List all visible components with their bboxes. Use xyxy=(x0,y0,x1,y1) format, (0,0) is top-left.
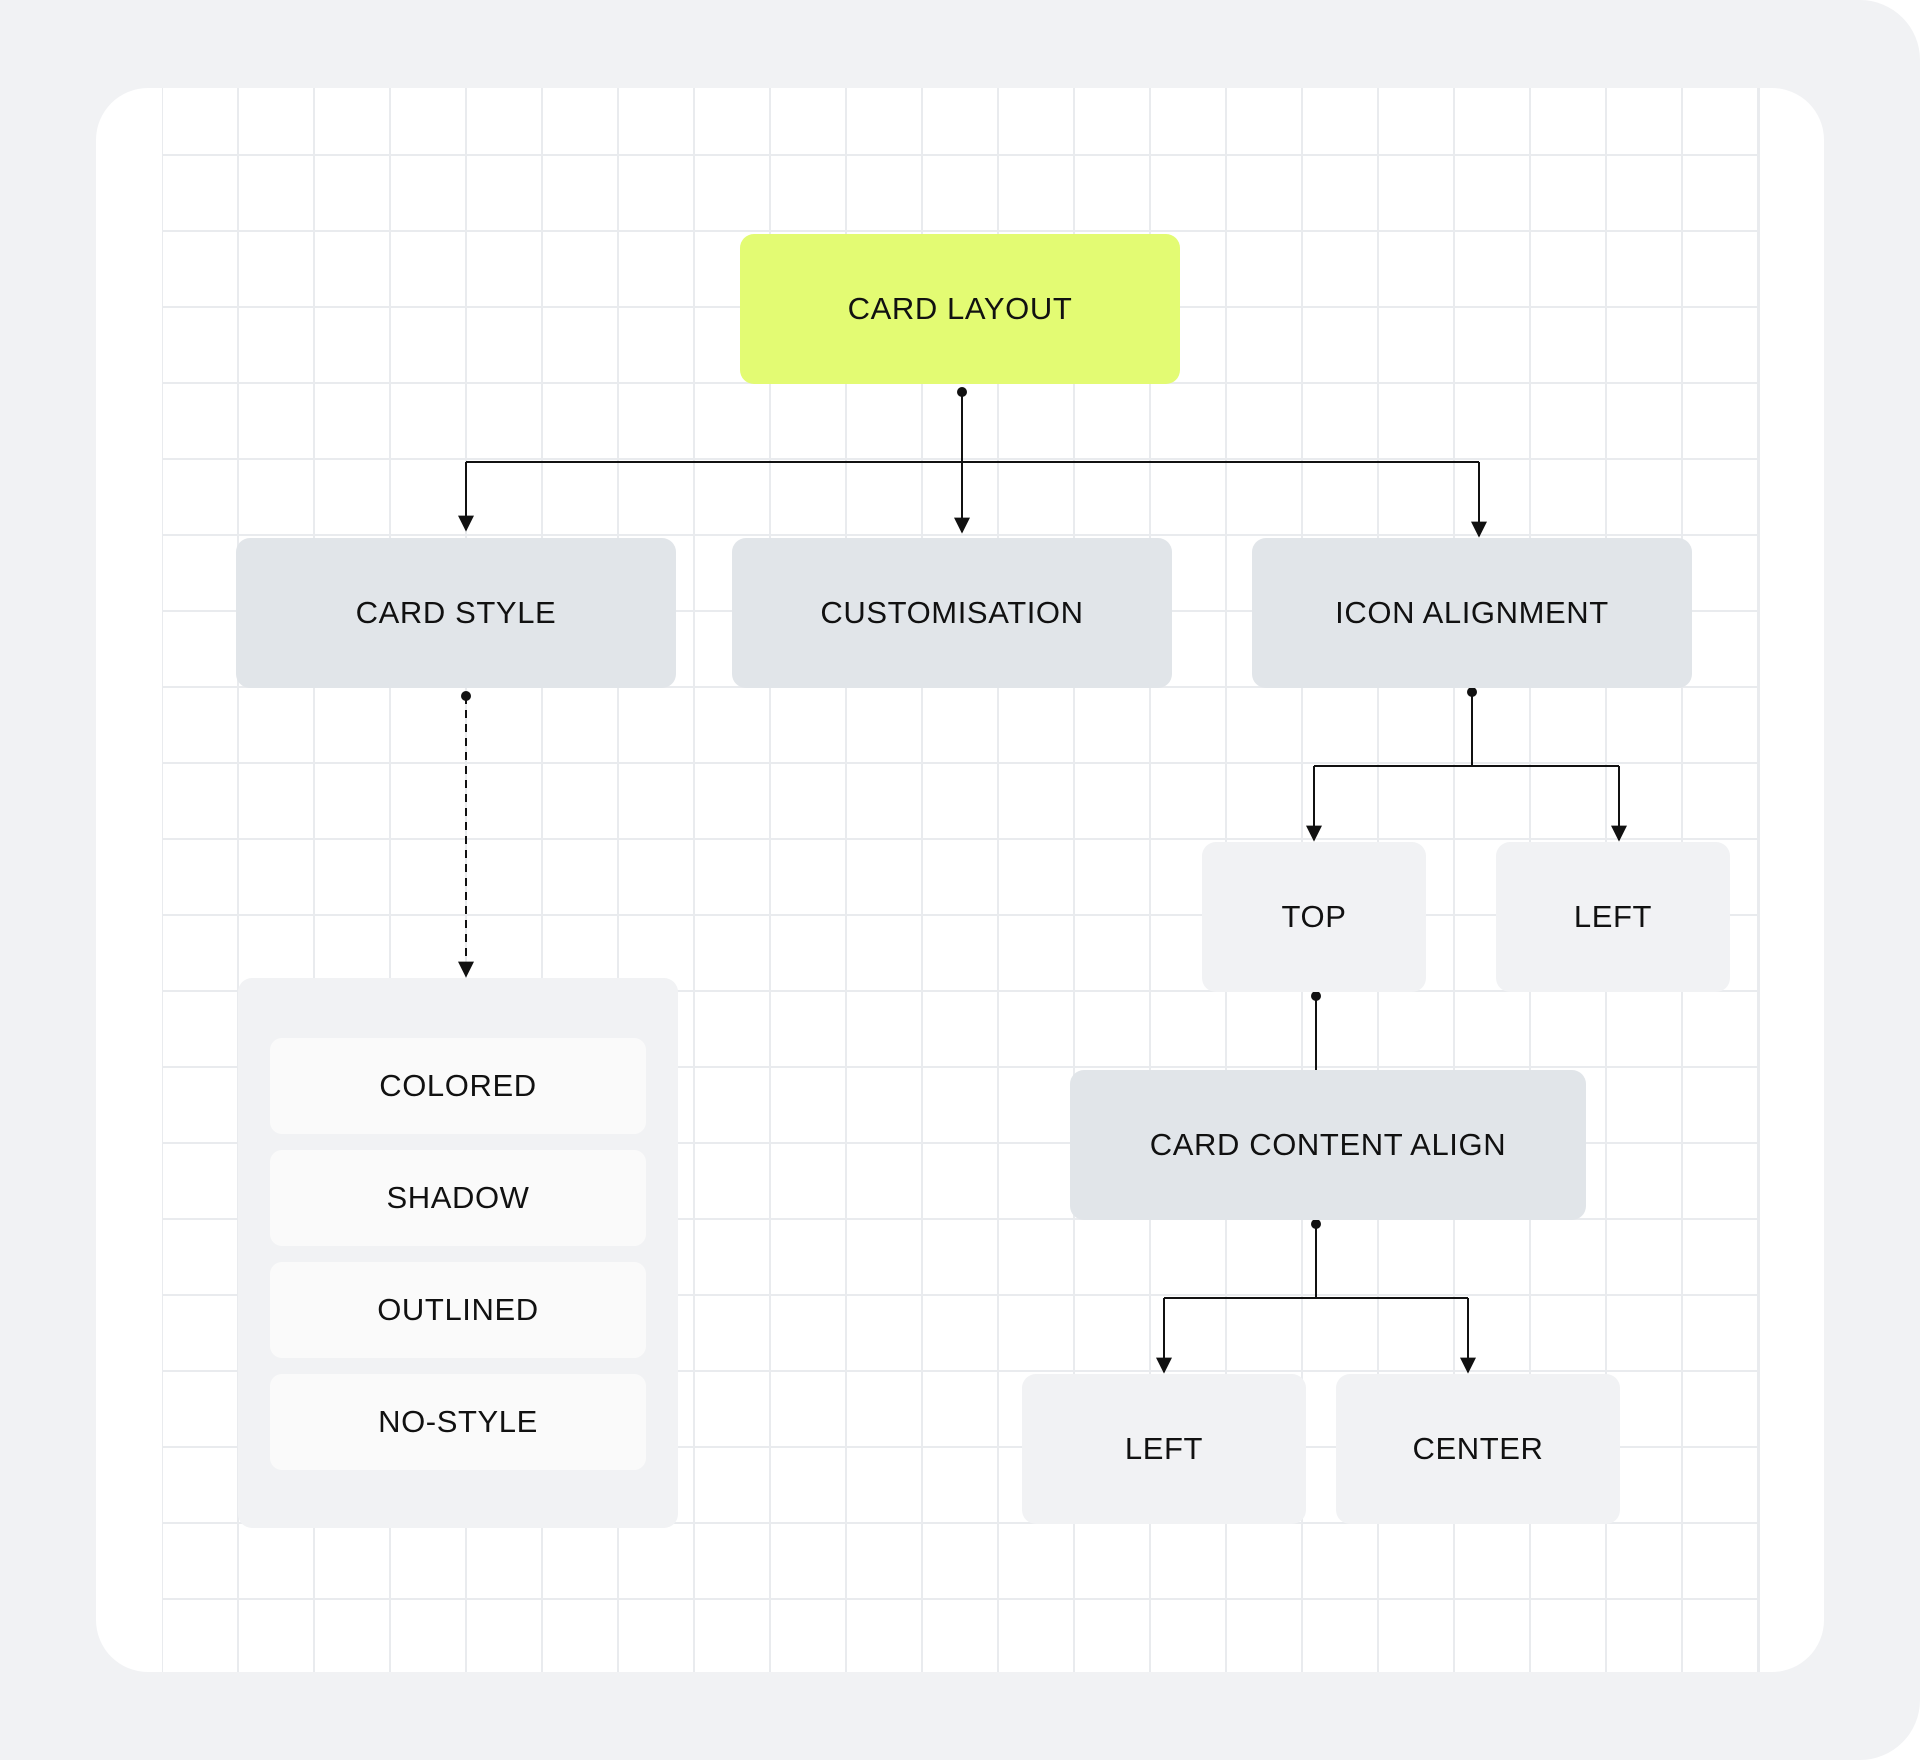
node-customisation[interactable]: CUSTOMISATION xyxy=(732,538,1172,688)
node-label: CUSTOMISATION xyxy=(820,595,1084,630)
node-content-left[interactable]: LEFT xyxy=(1022,1374,1306,1524)
node-icon-alignment[interactable]: ICON ALIGNMENT xyxy=(1252,538,1692,688)
diagram-canvas: CARD LAYOUT CARD STYLE CUSTOMISATION ICO… xyxy=(96,88,1824,1672)
option-no-style[interactable]: NO-STYLE xyxy=(270,1374,646,1470)
node-label: LEFT xyxy=(1573,899,1653,934)
node-card-content-align[interactable]: CARD CONTENT ALIGN xyxy=(1070,1070,1586,1220)
connector-dot-top xyxy=(1311,991,1321,1001)
connector-dot-root xyxy=(957,387,967,397)
node-icon-top[interactable]: TOP xyxy=(1202,842,1426,992)
connector-dot-card-style xyxy=(461,691,471,701)
node-label: TOP xyxy=(1281,899,1347,934)
node-card-layout[interactable]: CARD LAYOUT xyxy=(740,234,1180,384)
node-label: CARD LAYOUT xyxy=(847,291,1073,326)
node-label: CENTER xyxy=(1412,1431,1544,1466)
node-icon-left[interactable]: LEFT xyxy=(1496,842,1730,992)
node-label: LEFT xyxy=(1124,1431,1204,1466)
option-label: NO-STYLE xyxy=(378,1404,538,1439)
option-shadow[interactable]: SHADOW xyxy=(270,1150,646,1246)
connector-dot-content-align xyxy=(1311,1219,1321,1229)
node-label: CARD CONTENT ALIGN xyxy=(1149,1127,1507,1162)
option-label: SHADOW xyxy=(386,1180,530,1215)
connector-dot-icon-alignment xyxy=(1467,687,1477,697)
node-content-center[interactable]: CENTER xyxy=(1336,1374,1620,1524)
option-label: OUTLINED xyxy=(377,1292,539,1327)
node-card-style[interactable]: CARD STYLE xyxy=(236,538,676,688)
connectors xyxy=(458,387,1627,1374)
option-outlined[interactable]: OUTLINED xyxy=(270,1262,646,1358)
option-colored[interactable]: COLORED xyxy=(270,1038,646,1134)
option-label: COLORED xyxy=(379,1068,537,1103)
node-label: CARD STYLE xyxy=(355,595,557,630)
node-label: ICON ALIGNMENT xyxy=(1335,595,1609,630)
